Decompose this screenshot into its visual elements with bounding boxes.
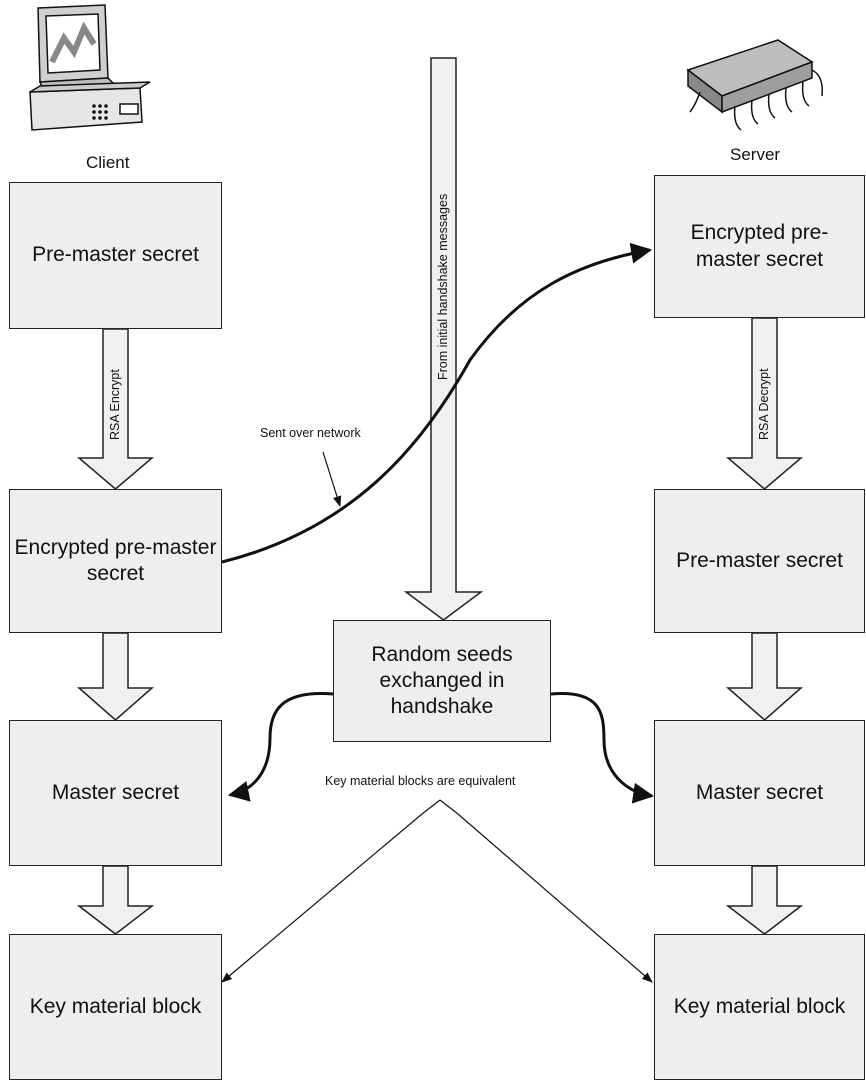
client-encrypt-arrow bbox=[76, 328, 155, 490]
network-annotation: Sent over network bbox=[260, 426, 361, 440]
seeds-to-server-master-arrow bbox=[550, 692, 655, 804]
client-encrypted-premaster-box: Encrypted pre-master secret bbox=[9, 489, 222, 633]
equivalence-annotation: Key material blocks are equivalent bbox=[325, 774, 516, 788]
rsa-encrypt-label: RSA Encrypt bbox=[108, 369, 122, 440]
client-master-secret-box: Master secret bbox=[9, 720, 222, 866]
server-label: Server bbox=[730, 145, 781, 164]
server-decrypt-arrow bbox=[725, 317, 804, 490]
server-key-material-block-box: Key material block bbox=[654, 934, 865, 1080]
handshake-input-arrow bbox=[403, 57, 484, 621]
network-label-pointer bbox=[322, 451, 342, 508]
client-key-material-block-box: Key material block bbox=[9, 934, 222, 1080]
client-derive-master-arrow bbox=[77, 632, 154, 721]
equivalence-line-left bbox=[221, 799, 441, 983]
server-encrypted-premaster-box: Encrypted pre-master secret bbox=[654, 175, 865, 318]
network-transfer-arrow bbox=[221, 242, 653, 564]
seeds-to-client-master-arrow bbox=[227, 692, 334, 802]
microchip-icon bbox=[686, 39, 824, 131]
desktop-computer-icon bbox=[29, 4, 151, 131]
server-derive-master-arrow bbox=[726, 632, 803, 721]
handshake-messages-label: From initial handshake messages bbox=[436, 193, 450, 380]
server-master-secret-box: Master secret bbox=[654, 720, 865, 866]
random-seeds-box: Random seeds exchanged in handshake bbox=[333, 620, 551, 742]
equivalence-line-right bbox=[439, 799, 653, 983]
server-derive-keyblock-arrow bbox=[725, 865, 804, 935]
client-label: Client bbox=[86, 153, 130, 172]
server-premaster-secret-box: Pre-master secret bbox=[654, 489, 865, 633]
rsa-decrypt-label: RSA Decrypt bbox=[757, 368, 771, 440]
client-premaster-secret-box: Pre-master secret bbox=[9, 182, 222, 329]
client-derive-keyblock-arrow bbox=[76, 865, 155, 935]
